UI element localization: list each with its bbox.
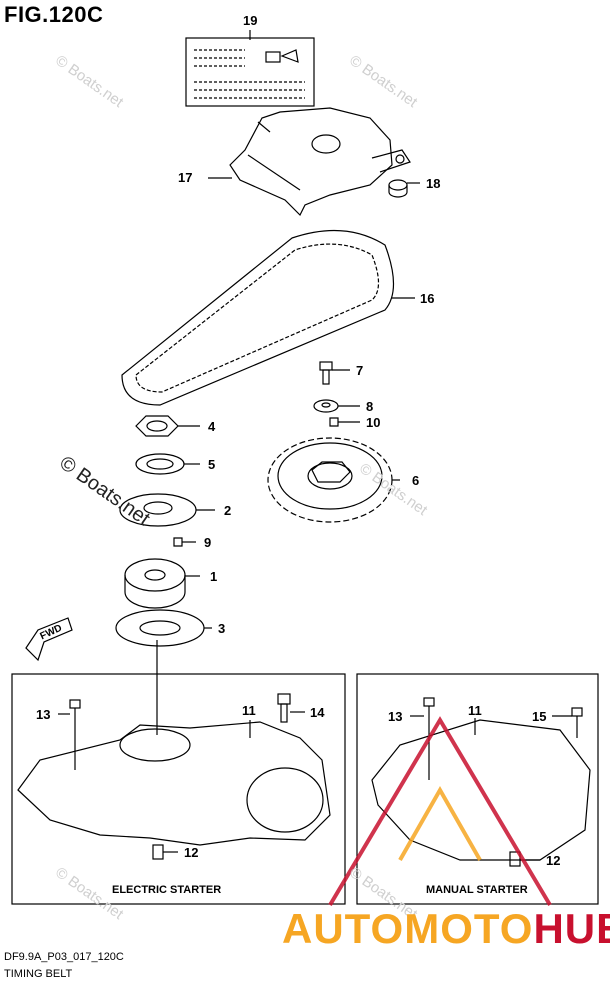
- diagram-code: DF9.9A_P03_017_120C: [4, 951, 124, 963]
- spring-washer-part-5: [135, 453, 200, 475]
- callout-5: 5: [208, 457, 216, 472]
- timing-belt-cover-part: [208, 107, 411, 217]
- automotohub-logo-mark: [328, 716, 552, 907]
- callout-9: 9: [204, 535, 212, 550]
- callout-18: 18: [426, 176, 441, 191]
- timing-belt-part: [121, 229, 415, 406]
- callout-13-manual: 13: [388, 709, 403, 724]
- flange-part-3: [115, 609, 212, 647]
- crankshaft-pulley-part: [124, 558, 200, 609]
- washer-part-8: [313, 399, 360, 413]
- key-part-9: [173, 537, 196, 547]
- figure-title: FIG.120C: [4, 2, 104, 27]
- plate-part-2: [119, 493, 215, 527]
- callout-11-electric: 11: [242, 703, 256, 718]
- callout-11-manual: 11: [468, 703, 482, 718]
- bolt-part-7: [319, 361, 350, 385]
- callout-4: 4: [208, 419, 216, 434]
- electric-starter-label: ELECTRIC STARTER: [112, 884, 222, 896]
- callout-12-manual: 12: [546, 853, 561, 868]
- grommet-part: [388, 179, 420, 198]
- callout-14: 14: [310, 705, 325, 720]
- logo-part1: AUTOMOTO: [282, 905, 534, 952]
- callout-19: 19: [243, 13, 258, 28]
- camshaft-pulley-part: [267, 437, 400, 523]
- callout-7: 7: [356, 363, 364, 378]
- decal-label-part: [185, 30, 315, 107]
- callout-13-electric: 13: [36, 707, 51, 722]
- fwd-arrow-icon: [25, 617, 73, 662]
- manual-starter-box: [356, 673, 599, 905]
- callout-6: 6: [412, 473, 420, 488]
- automotohub-logo: AUTOMOTOHUB: [282, 905, 610, 953]
- callout-10: 10: [366, 415, 381, 430]
- callout-2: 2: [224, 503, 232, 518]
- callout-12-electric: 12: [184, 845, 199, 860]
- callout-8: 8: [366, 399, 374, 414]
- key-part-10: [329, 417, 360, 427]
- manual-starter-label: MANUAL STARTER: [426, 884, 528, 896]
- callout-1: 1: [210, 569, 218, 584]
- logo-part2: HUB: [533, 905, 610, 952]
- nut-part-4: [135, 415, 200, 437]
- callout-15: 15: [532, 709, 547, 724]
- electric-starter-box: [11, 673, 346, 905]
- callout-17: 17: [178, 170, 193, 185]
- callout-3: 3: [218, 621, 226, 636]
- diagram-caption: TIMING BELT: [4, 968, 73, 980]
- callout-16: 16: [420, 291, 435, 306]
